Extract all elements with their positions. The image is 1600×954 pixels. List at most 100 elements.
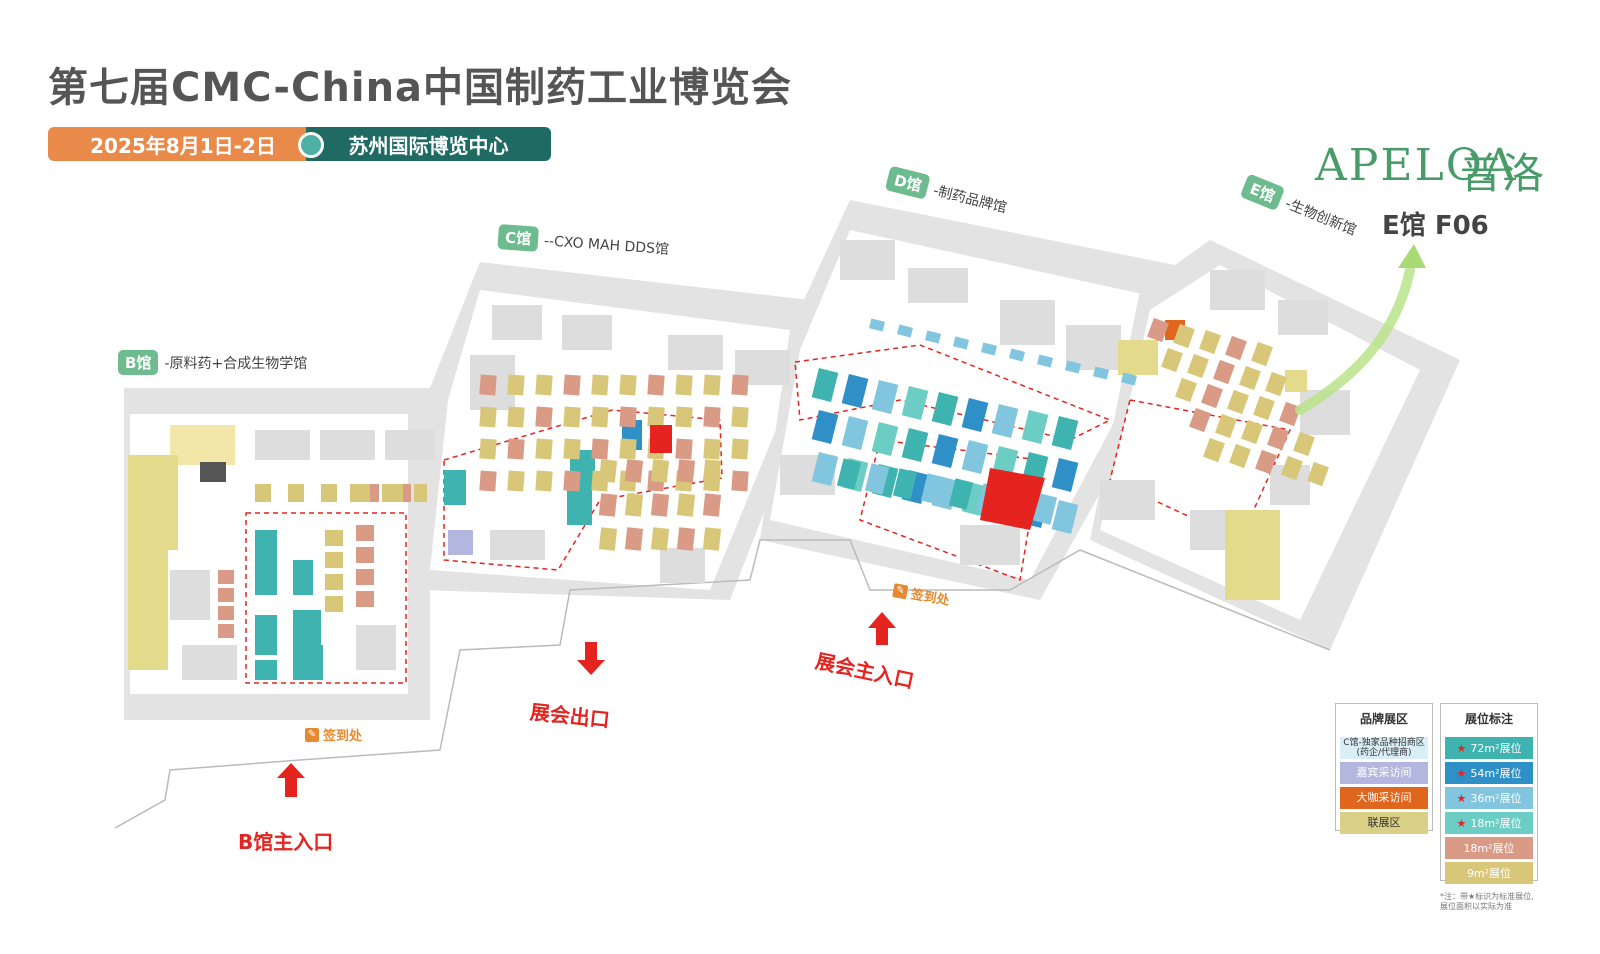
booth	[218, 624, 234, 638]
booth	[920, 473, 946, 505]
booth	[563, 438, 581, 460]
booth	[841, 416, 869, 450]
legend-brand-title: 品牌展区	[1359, 712, 1408, 726]
legend-booth-label: 18m²展位	[1470, 817, 1522, 830]
legend-booth-title: 展位标注	[1464, 712, 1513, 726]
booth	[650, 459, 670, 483]
booth	[1118, 340, 1158, 375]
booth	[255, 430, 310, 460]
booth	[1199, 329, 1221, 355]
booth	[896, 324, 914, 338]
b-entrance-arrow	[277, 763, 305, 797]
hall-b-badge: B馆	[118, 350, 159, 375]
booth	[660, 548, 705, 583]
booth	[647, 406, 665, 428]
booth	[1267, 425, 1289, 451]
booth	[1265, 371, 1287, 397]
booth	[356, 525, 374, 541]
booth	[170, 425, 235, 465]
booth	[598, 459, 618, 483]
booth	[479, 470, 497, 492]
booth	[811, 410, 839, 444]
booth	[960, 525, 1020, 565]
booth	[535, 438, 553, 460]
booth	[182, 645, 237, 680]
booth	[703, 374, 721, 396]
booth	[1100, 480, 1155, 520]
booth	[128, 455, 178, 550]
entrance-arrows	[277, 612, 896, 797]
booth	[356, 591, 374, 607]
booth	[591, 406, 609, 428]
booth	[868, 318, 886, 332]
booth	[908, 268, 968, 303]
booth	[1278, 300, 1328, 335]
booth	[811, 368, 839, 402]
hall-b-tag: B馆 -原料药+合成生物学馆	[118, 350, 307, 375]
legend-booth-item: 18m²展位	[1445, 837, 1533, 859]
booth	[598, 493, 618, 517]
booth	[991, 404, 1019, 438]
booth	[1173, 323, 1195, 349]
legend-booth-item: ★54m²展位	[1445, 762, 1533, 784]
booth	[255, 660, 277, 680]
booth	[1092, 366, 1110, 380]
booth	[731, 470, 749, 492]
booth	[1190, 510, 1230, 550]
main-entrance-arrow	[868, 612, 896, 645]
booth	[321, 484, 337, 502]
legend-booth-label: 72m²展位	[1470, 742, 1522, 755]
exit-arrow	[577, 642, 605, 675]
booth	[320, 430, 375, 460]
booth	[1051, 416, 1079, 450]
booth	[676, 493, 696, 517]
booth	[293, 610, 321, 645]
booth	[591, 374, 609, 396]
e-f06-arrowhead	[1398, 244, 1426, 268]
booth	[1213, 359, 1235, 385]
booth	[1051, 500, 1079, 534]
legend-booth-label: 54m²展位	[1470, 767, 1522, 780]
apeloa-logo-cn: 普洛	[1460, 149, 1545, 198]
booth	[1051, 458, 1079, 492]
booth	[703, 406, 721, 428]
booth	[218, 606, 234, 620]
booth	[567, 485, 592, 525]
booth	[255, 484, 271, 502]
booth	[1008, 348, 1026, 362]
booth	[293, 645, 323, 680]
booth	[650, 527, 670, 551]
booth	[1187, 353, 1209, 379]
legend-brand-item: 联展区	[1340, 812, 1428, 834]
booth	[892, 468, 918, 500]
booth	[901, 428, 929, 462]
booth	[676, 527, 696, 551]
signin-b: ✎ 签到处	[305, 725, 362, 744]
booth	[676, 459, 696, 483]
booth	[1000, 300, 1055, 345]
booth	[1293, 431, 1315, 457]
red-booth-c	[650, 425, 672, 453]
booth	[1210, 270, 1265, 310]
booth	[1189, 407, 1211, 433]
legend-booth-item: ★36m²展位	[1445, 787, 1533, 809]
booth-label: E馆 F06	[1382, 211, 1489, 241]
booth	[448, 530, 473, 555]
star-icon: ★	[1456, 816, 1467, 830]
legend-brand-item: 嘉宾采访间	[1340, 762, 1428, 784]
booth	[1255, 449, 1277, 475]
venue-banner: 苏州国际博览中心	[306, 127, 551, 161]
booth	[255, 560, 277, 595]
booth	[356, 625, 396, 670]
signin-b-label: 签到处	[323, 729, 363, 744]
legend-brand: 品牌展区 C馆-独家品种招商区 (药企/代理商)嘉宾采访间大咖采访间联展区	[1335, 703, 1433, 834]
booth	[961, 440, 989, 474]
booth	[414, 484, 427, 502]
booth	[492, 305, 542, 340]
booth	[840, 240, 895, 280]
booth	[591, 438, 609, 460]
signin-icon: ✎	[305, 727, 319, 742]
booth	[1021, 410, 1049, 444]
booth	[535, 470, 553, 492]
booth	[563, 470, 581, 492]
